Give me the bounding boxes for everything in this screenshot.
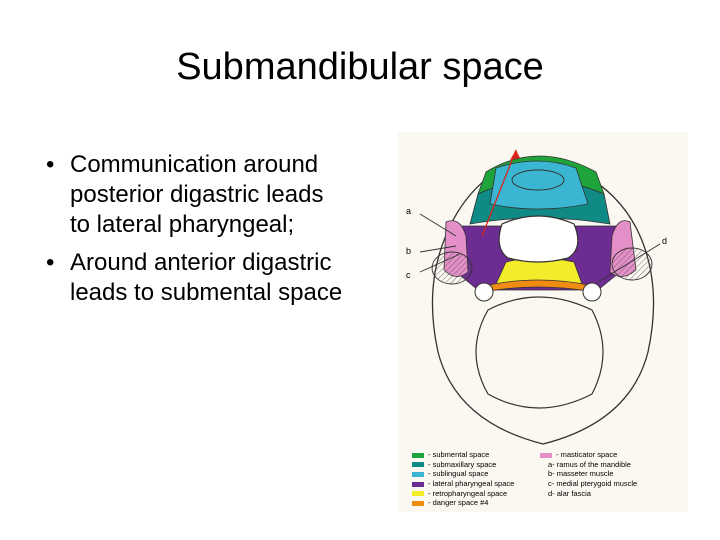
legend-row: - submaxillary space — [412, 460, 514, 470]
label-d: d — [662, 236, 667, 246]
legend-swatch — [412, 500, 424, 506]
anatomy-diagram: a b c d — [406, 149, 667, 445]
vessel-right — [582, 282, 602, 302]
legend-swatch — [412, 471, 424, 477]
bullet-text: Around anterior digastric leads to subme… — [70, 249, 343, 306]
neck-cross-section-figure: a b c d - submental space - submaxillary… — [398, 132, 688, 512]
bullet-item: • Around anterior digastric leads to subm… — [44, 248, 344, 308]
legend-text: - submental space — [428, 450, 490, 459]
sublingual-region — [489, 160, 589, 210]
legend-row: d- alar fascia — [540, 489, 637, 499]
legend-row: b- masseter muscle — [540, 469, 637, 479]
tongue-shape — [511, 169, 565, 191]
legend-row: c- medial pterygoid muscle — [540, 479, 637, 489]
vertebra-outline — [475, 296, 604, 409]
legend-row: - submental space — [412, 450, 514, 460]
legend-swatch — [412, 452, 424, 458]
legend-text: d- alar fascia — [548, 488, 591, 498]
legend-text: - retropharyngeal space — [428, 488, 508, 498]
legend-text: - submaxillary space — [428, 459, 497, 469]
legend-row: - danger space #4 — [412, 498, 514, 508]
legend: - submental space - submaxillary space -… — [412, 450, 682, 508]
legend-text: a- ramus of the mandible — [548, 459, 631, 469]
legend-row: - sublingual space — [412, 469, 514, 479]
bullet-item: • Communication around posterior digastri… — [44, 150, 344, 240]
leader-c — [419, 253, 461, 273]
legend-swatch — [412, 491, 424, 497]
legend-text: - lateral pharyngeal space — [428, 479, 515, 489]
leader-a — [419, 213, 457, 237]
label-b: b — [406, 246, 411, 256]
vessel-left — [474, 282, 494, 302]
legend-swatch — [412, 481, 424, 487]
bullet-list: • Communication around posterior digastri… — [44, 150, 344, 316]
legend-text: - danger space #4 — [428, 498, 489, 508]
legend-text: - sublingual space — [428, 469, 489, 479]
pharynx-outline — [498, 215, 579, 263]
spread-arrow-head — [510, 150, 520, 160]
legend-text: c- medial pterygoid muscle — [548, 479, 638, 489]
leader-d — [597, 243, 661, 283]
legend-text: b- masseter muscle — [548, 469, 614, 479]
legend-row: - retropharyngeal space — [412, 489, 514, 499]
legend-swatch — [540, 452, 552, 458]
parotid-right — [611, 247, 653, 281]
legend-left-column: - submental space - submaxillary space -… — [412, 450, 514, 508]
label-a: a — [406, 206, 411, 216]
bullet-text: Communication around posterior digastric… — [70, 151, 324, 238]
label-c: c — [406, 270, 411, 280]
parotid-left — [431, 251, 473, 285]
slide-title: Submandibular space — [176, 46, 544, 88]
legend-swatch — [412, 462, 424, 468]
bullet-icon: • — [46, 151, 55, 178]
leader-b — [419, 245, 457, 253]
legend-row: - masticator space — [540, 450, 637, 460]
spread-arrow — [481, 149, 517, 237]
legend-row: a- ramus of the mandible — [540, 460, 637, 470]
legend-right-column: - masticator space a- ramus of the mandi… — [540, 450, 637, 498]
bullet-icon: • — [46, 249, 55, 276]
legend-text: - masticator space — [556, 450, 618, 459]
legend-row: - lateral pharyngeal space — [412, 479, 514, 489]
